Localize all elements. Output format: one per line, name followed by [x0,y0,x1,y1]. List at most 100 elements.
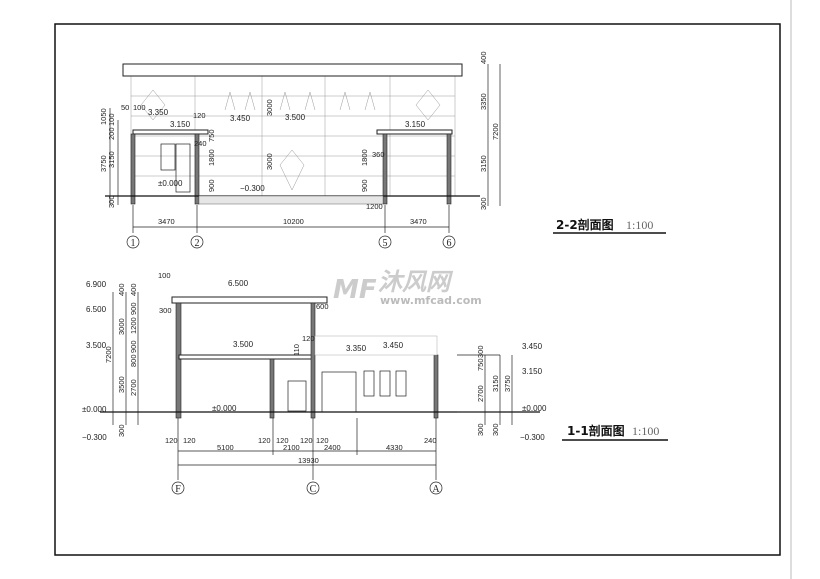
svg-text:900: 900 [129,302,138,315]
svg-text:120: 120 [258,436,271,445]
svg-text:100: 100 [107,113,116,126]
bottom-dimensions: 3470 10200 3470 [132,205,450,233]
wall-axis-1 [130,133,136,205]
svg-text:120: 120 [276,436,289,445]
section-title: 1-1剖面图 [567,423,625,438]
svg-text:900: 900 [129,340,138,353]
elevation-label: 3.450 [230,114,251,123]
wall-axis-A [433,354,439,419]
section-2-2: 3.350 3.150 3.450 3.500 3.150 ±0.000 −0.… [99,51,666,249]
svg-text:300: 300 [491,423,500,436]
svg-text:120: 120 [193,111,206,120]
svg-text:7200: 7200 [491,123,500,140]
svg-text:3.500: 3.500 [233,340,254,349]
total-dimension: 13930 [298,456,319,465]
svg-text:600: 600 [316,302,329,311]
svg-text:120: 120 [165,436,178,445]
svg-text:6.500: 6.500 [86,305,107,314]
roof-slab [171,296,328,304]
svg-text:±0.000: ±0.000 [522,404,547,413]
section-1-1: 6.900 6.500 3.500 ±0.000 −0.300 400 3000… [82,271,668,495]
wall-axis-C [310,302,316,419]
inner-dimensions: 120 750 240 1800 900 3000 3000 1800 360 … [193,99,385,211]
svg-text:300: 300 [479,197,488,210]
elevation-label: 3.150 [405,120,426,129]
window [395,370,407,397]
elevation-label: −0.300 [240,184,265,193]
svg-text:5: 5 [383,238,388,249]
svg-text:3750: 3750 [99,155,108,172]
left-dimensions: 400 3000 3500 7200 300 400 900 1200 900 … [104,283,139,437]
elevation-label: 3.150 [170,120,191,129]
svg-text:−0.300: −0.300 [82,433,107,442]
svg-text:300: 300 [159,306,172,315]
window [363,370,375,397]
svg-text:900: 900 [360,179,369,192]
svg-text:C: C [310,484,317,495]
svg-text:110: 110 [292,344,301,356]
background-facade [130,75,456,197]
svg-text:4330: 4330 [386,443,403,452]
svg-text:10200: 10200 [283,217,304,226]
svg-text:2100: 2100 [283,443,300,452]
left-elevations: 6.900 6.500 3.500 ±0.000 −0.300 [82,280,107,442]
svg-text:±0.000: ±0.000 [82,405,107,414]
svg-text:120: 120 [300,436,313,445]
watermark-logo-icon: MF [333,275,377,305]
door [175,143,191,193]
svg-text:400: 400 [129,283,138,296]
left-dimensions: 1050 100 200 3750 3150 300 50 100 [99,103,146,208]
svg-text:3750: 3750 [503,375,512,392]
right-wing-roof [376,129,453,135]
svg-text:2400: 2400 [324,443,341,452]
svg-text:1: 1 [131,238,136,249]
svg-text:A: A [432,484,440,495]
axis-markers: F C A [171,481,443,495]
sunken-floor [198,195,384,205]
svg-text:3500: 3500 [117,376,126,393]
svg-text:5100: 5100 [217,443,234,452]
svg-text:3470: 3470 [158,217,175,226]
svg-text:400: 400 [479,51,488,64]
left-wing-roof [132,129,209,135]
door [287,380,307,412]
interior-wall [269,358,275,419]
svg-text:200: 200 [107,127,116,140]
svg-text:400: 400 [117,283,126,296]
svg-text:50: 50 [121,103,129,112]
elevation-label: 3.350 [148,108,169,117]
svg-text:F: F [175,484,181,495]
svg-text:750: 750 [476,358,485,371]
inner-annotations: 100 6.500 300 600 120 110 3.500 3.350 3.… [158,271,404,413]
svg-text:3.450: 3.450 [383,341,404,350]
svg-text:300: 300 [107,195,116,208]
svg-text:750: 750 [207,129,216,142]
svg-text:www.mfcad.com: www.mfcad.com [380,294,482,307]
wall-axis-F [175,302,182,419]
svg-text:1200: 1200 [366,202,383,211]
svg-text:1200: 1200 [129,317,138,334]
svg-text:120: 120 [316,436,329,445]
svg-text:6: 6 [447,238,452,249]
wall-axis-2 [194,133,200,205]
elevation-label: 3.500 [285,113,306,122]
svg-text:3.450: 3.450 [522,342,543,351]
svg-text:120: 120 [302,334,315,343]
svg-text:300: 300 [476,423,485,436]
wall-axis-5 [382,133,388,205]
svg-text:100: 100 [158,271,171,280]
double-door [321,371,357,413]
svg-text:240: 240 [424,436,437,445]
svg-text:3000: 3000 [265,99,274,116]
svg-text:2700: 2700 [476,385,485,402]
svg-text:3350: 3350 [479,93,488,110]
svg-text:1800: 1800 [207,149,216,166]
annex-parapet [314,335,438,356]
section-scale: 1:100 [632,424,659,438]
svg-text:3000: 3000 [117,318,126,335]
drawing-border [54,23,781,556]
right-dimensions: 300 750 2700 3150 3750 300 300 3.450 3.1… [457,342,547,442]
svg-text:300: 300 [117,424,126,437]
svg-text:3.150: 3.150 [522,367,543,376]
